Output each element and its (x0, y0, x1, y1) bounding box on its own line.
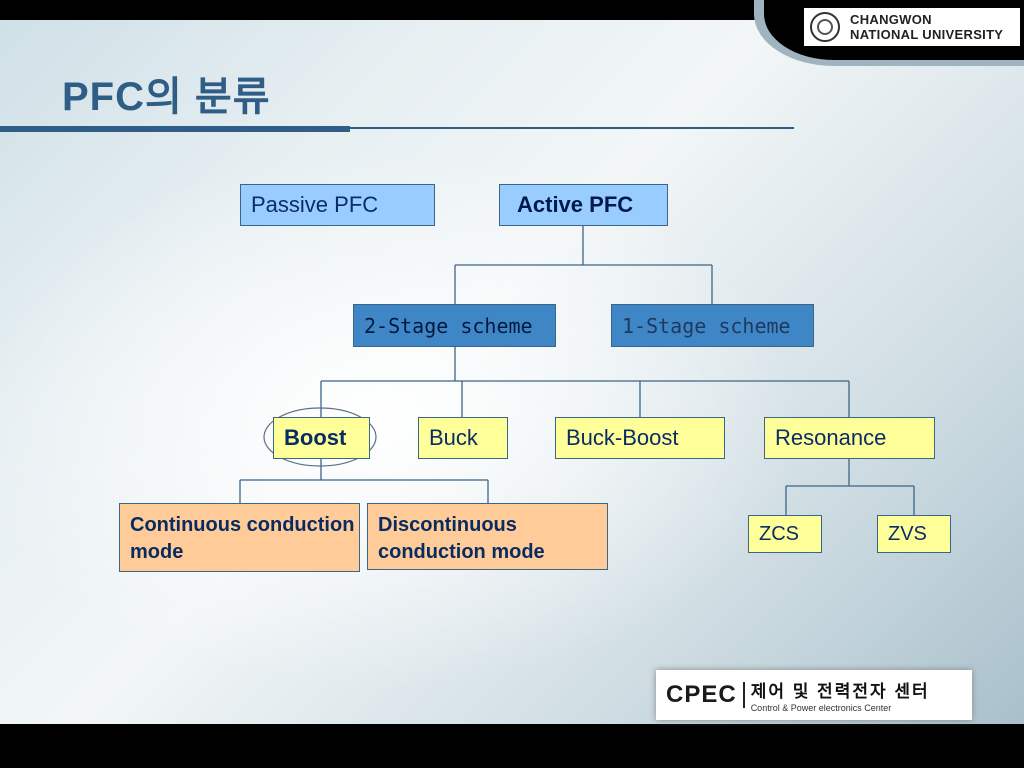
node-buck-boost: Buck-Boost (555, 417, 725, 459)
university-logo: CHANGWON NATIONAL UNIVERSITY (804, 8, 1020, 46)
node-1-stage-scheme: 1-Stage scheme (611, 304, 814, 347)
logo-line-2: NATIONAL UNIVERSITY (850, 27, 1004, 42)
node-continuous-conduction-mode: Continuous conduction mode (119, 503, 360, 572)
node-zvs: ZVS (877, 515, 951, 553)
slide-background (0, 20, 1024, 724)
node-passive-pfc: Passive PFC (240, 184, 435, 226)
node-2-stage-scheme: 2-Stage scheme (353, 304, 556, 347)
page-title: PFC의 분류 (62, 75, 271, 119)
node-boost: Boost (273, 417, 370, 459)
logo-line-1: CHANGWON (850, 12, 932, 27)
node-active-pfc: Active PFC (499, 184, 668, 226)
cpec-logo-korean: 제어 및 전력전자 센터 (750, 682, 930, 701)
cpec-logo-separator (742, 682, 745, 708)
node-discontinuous-conduction-mode: Discontinuous conduction mode (367, 503, 608, 570)
cpec-logo-main: CPEC (666, 681, 737, 708)
cpec-logo: CPEC 제어 및 전력전자 센터 Control & Power electr… (656, 670, 972, 720)
university-seal-icon (810, 12, 840, 42)
title-rule-thin (350, 127, 794, 129)
cpec-logo-english: Control & Power electronics Center (750, 703, 892, 713)
node-buck: Buck (418, 417, 508, 459)
title-rule-thick (0, 126, 350, 132)
node-zcs: ZCS (748, 515, 822, 553)
boost-highlight-ellipse (263, 407, 377, 467)
node-resonance: Resonance (764, 417, 935, 459)
